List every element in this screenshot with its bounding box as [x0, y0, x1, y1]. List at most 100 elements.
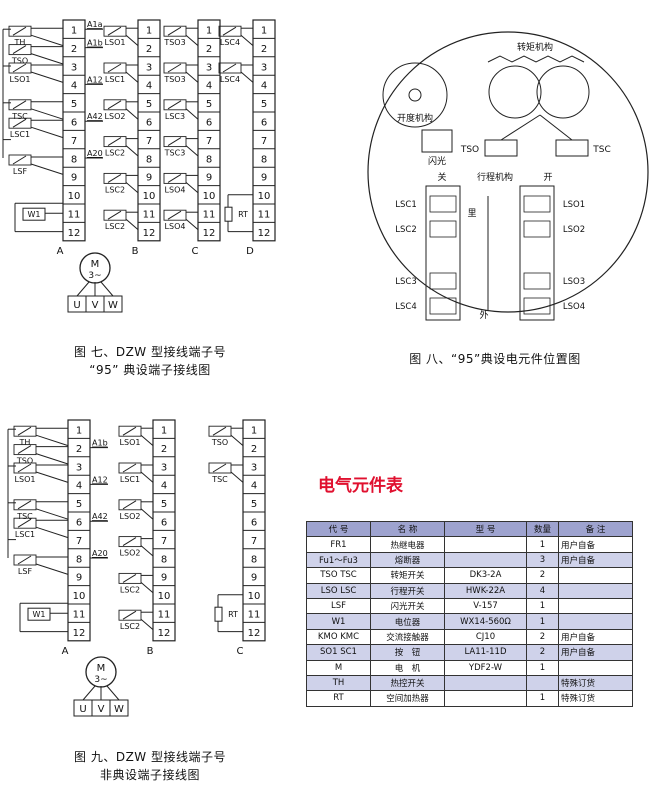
table-cell: 用户自备 [558, 628, 633, 646]
switch-lso2 [523, 220, 551, 238]
switch-wire [125, 182, 139, 194]
switch-label: TSC [11, 112, 28, 121]
switch-label: LSO2 [105, 112, 126, 121]
group-C-terminal-number: 3 [206, 62, 212, 73]
switch-label: LSC4 [220, 75, 240, 84]
group-A-terminal-number: 6 [76, 518, 82, 529]
group-C-terminal-number: 8 [206, 154, 212, 165]
group-B-terminal-number: 12 [158, 628, 171, 639]
table-cell: 1 [526, 690, 559, 707]
switch-lsc1 [429, 195, 457, 213]
switch-box [163, 172, 187, 184]
switch-wire [35, 453, 69, 465]
switch-contact [122, 426, 137, 436]
fig7-caption: 图 七、DZW 型接线端子号 “95” 典设端子接线图 [30, 343, 270, 379]
switch-lso1: LSO1 [103, 25, 127, 47]
switch-tso: TSO [8, 44, 32, 66]
table-cell [558, 613, 633, 630]
switch-lso1 [523, 195, 551, 213]
switch-label-lsc1: LSC1 [395, 200, 416, 210]
group-B-terminal-number: 8 [161, 554, 167, 565]
table-cell: 电位器 [370, 613, 445, 630]
switch-wire [125, 108, 139, 120]
group-B-terminal-number: 11 [143, 210, 156, 221]
switch-lsc2: LSC2 [103, 209, 127, 231]
switch-wire [30, 163, 64, 175]
group-C-terminal-number: 1 [206, 26, 212, 37]
switch-label: LSF [18, 567, 33, 576]
switch-box [13, 499, 37, 511]
group-C-terminal-number: 2 [251, 444, 257, 455]
group-B-terminal-number: 11 [158, 610, 171, 621]
table-cell [558, 659, 633, 676]
switch-box [13, 462, 37, 474]
switch-label: LSO1 [120, 438, 141, 447]
switch-contact [12, 63, 27, 73]
switch-box [8, 99, 32, 111]
switch-label: TSO [211, 438, 228, 447]
group-D-terminal-number: 8 [261, 154, 267, 165]
switch-label: TSO [16, 457, 33, 466]
switch-box [118, 462, 142, 474]
switch-lsc2: LSC2 [118, 609, 142, 631]
motor-terminal-v: V [98, 704, 105, 715]
table-cell: 用户自备 [558, 536, 633, 553]
switch-box [163, 99, 187, 111]
switch-label: TSC [211, 475, 228, 484]
switch-wire [185, 182, 199, 194]
table-cell: 热控开关 [370, 674, 445, 692]
switch-lsc4: LSC4 [218, 25, 242, 47]
group-A-terminal-number: 8 [76, 554, 82, 565]
table-cell: 4 [526, 582, 559, 599]
left-switch-stack [425, 185, 461, 321]
group-B-label: B [132, 246, 139, 257]
group-D-terminal-number: 4 [261, 81, 267, 92]
switch-lsf: LSF [8, 154, 32, 176]
tso-switch [484, 139, 518, 157]
motor-lead [100, 281, 114, 297]
group-A-terminal-number: 8 [71, 154, 77, 165]
switch-lsc2 [429, 220, 457, 238]
table-cell [558, 582, 633, 599]
torque-spring [487, 55, 585, 63]
motor-phase: 3~ [88, 271, 101, 281]
switch-contact [107, 173, 122, 183]
group-B-terminal-number: 12 [143, 228, 156, 239]
switch-wire [140, 508, 154, 520]
switch-lsc4 [429, 297, 457, 315]
group-B-terminal-number: 6 [146, 118, 152, 129]
inner-label: 里 [467, 208, 476, 219]
group-A-terminal-number: 3 [71, 62, 77, 73]
group-B-terminal-number: 3 [146, 62, 152, 73]
switch-box [103, 62, 127, 74]
group-D-terminal-number: 2 [261, 44, 267, 55]
group-C-terminal-number: 2 [206, 44, 212, 55]
switch-label-lsc4: LSC4 [395, 302, 416, 312]
switch-box [163, 62, 187, 74]
group-B-terminal-number: 6 [161, 518, 167, 529]
group-A-terminal-number: 5 [76, 499, 82, 510]
motor-terminal-u: U [79, 704, 86, 715]
switch-contact [222, 63, 237, 73]
fig9-terminal-diagram: 123456789101112ATHTSOLSO1TSCLSC1LSFA1bA1… [7, 419, 266, 717]
switch-label: LSO1 [105, 38, 126, 47]
heater-label: RT [228, 610, 238, 619]
group-C-terminal-number: 6 [251, 518, 257, 529]
switch-box [103, 25, 127, 37]
switch-box [118, 609, 142, 621]
table-cell: 2 [526, 644, 559, 661]
switch-wire [125, 145, 139, 157]
group-C-terminal-number: 10 [203, 191, 216, 202]
group-A-terminal-number: 1 [76, 426, 82, 437]
switch-contact [12, 100, 27, 110]
fig7-caption-line2: “95” 典设端子接线图 [89, 363, 211, 377]
switch-label: LSC2 [105, 149, 125, 158]
switch-wire [185, 145, 199, 157]
fig8-caption: 图 八、“95”典设电元件位置图 [409, 352, 581, 366]
switch-box [103, 99, 127, 111]
